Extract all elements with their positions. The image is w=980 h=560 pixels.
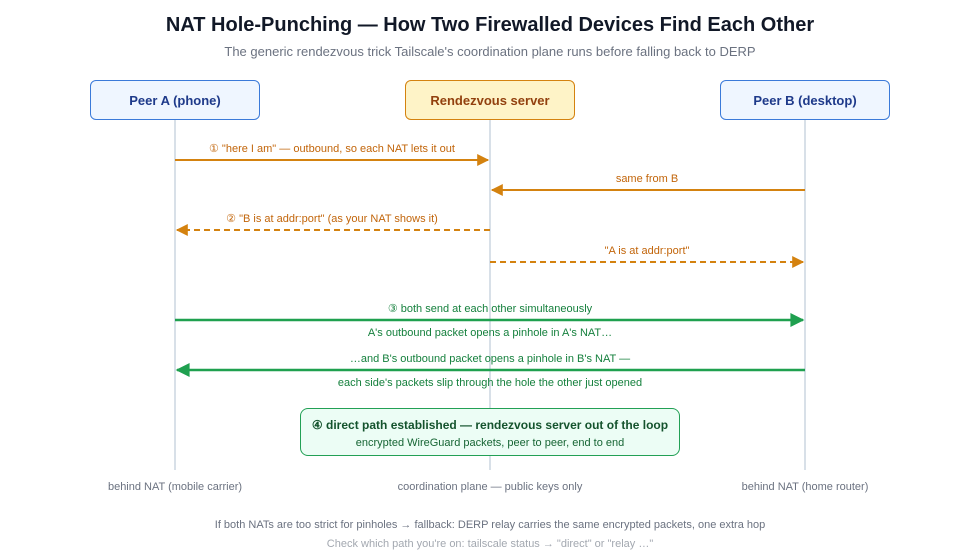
peer-b-network-label: behind NAT (home router) [742, 481, 869, 493]
actor-peer-a: Peer A (phone) [90, 80, 260, 120]
diagram-title: NAT Hole-Punching — How Two Firewalled D… [165, 14, 815, 36]
message-a-to-b-label: ③ both send at each other simultaneously [388, 303, 593, 315]
direct-path-result-box: ④ direct path established — rendezvous s… [300, 408, 680, 456]
message-b-to-server-label: same from B [616, 173, 678, 185]
actor-server-label: Rendezvous server [430, 92, 550, 108]
message-b-to-a-label: …and B's outbound packet opens a pinhole… [350, 353, 630, 365]
actor-rendezvous-server: Rendezvous server [405, 80, 575, 120]
diagram-subtitle: The generic rendezvous trick Tailscale's… [224, 44, 756, 59]
server-role-label: coordination plane — public keys only [398, 481, 583, 493]
result-title: ④ direct path established — rendezvous s… [311, 418, 669, 432]
message-b-to-a-note: each side's packets slip through the hol… [338, 377, 642, 389]
message-server-to-b-label: "A is at addr:port" [605, 245, 690, 257]
result-subtitle: encrypted WireGuard packets, peer to pee… [355, 437, 625, 449]
message-a-to-server-label: ① "here I am" — outbound, so each NAT le… [209, 143, 455, 155]
status-check-note: Check which path you're on: tailscale st… [326, 538, 654, 550]
fallback-note: If both NATs are too strict for pinholes… [214, 519, 766, 531]
message-a-to-b-note: A's outbound packet opens a pinhole in A… [368, 327, 612, 339]
message-server-to-a-label: ② "B is at addr:port" (as your NAT shows… [226, 213, 438, 225]
peer-a-network-label: behind NAT (mobile carrier) [108, 481, 242, 493]
actor-peer-b: Peer B (desktop) [720, 80, 890, 120]
actor-peer-b-label: Peer B (desktop) [753, 92, 857, 108]
actor-peer-a-label: Peer A (phone) [129, 92, 221, 108]
